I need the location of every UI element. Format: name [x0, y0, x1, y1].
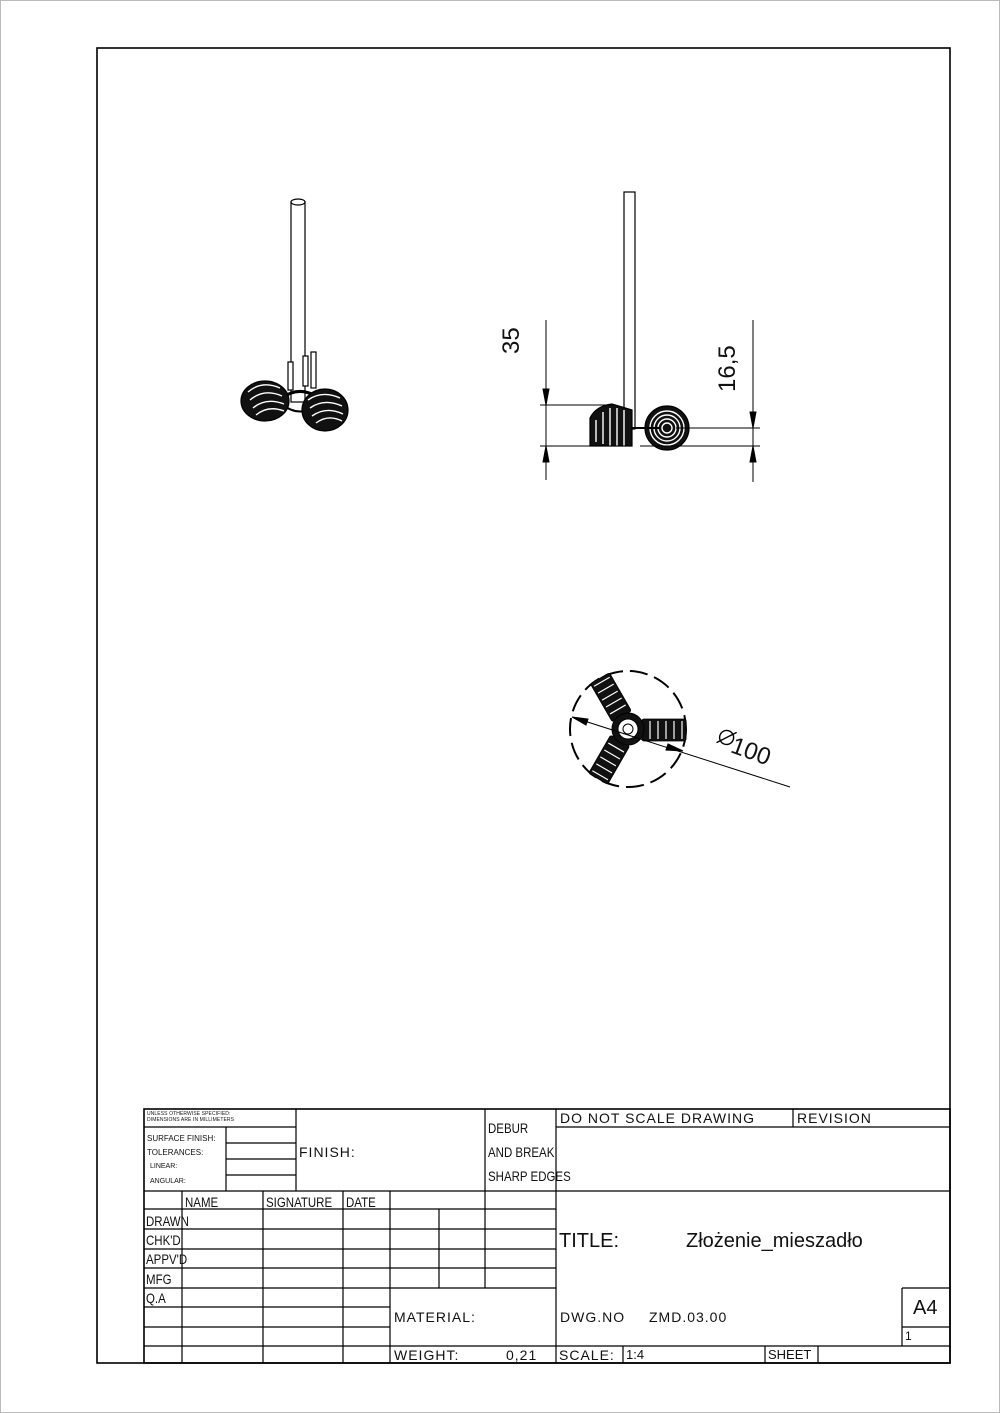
- general-note-line2: DIMENSIONS ARE IN MILLIMETERS: [147, 1117, 235, 1123]
- dimension-35-label: 35: [498, 327, 525, 354]
- top-view: [569, 670, 687, 788]
- row-qa: Q.A: [146, 1290, 166, 1306]
- row-approved: APPV'D: [146, 1251, 188, 1267]
- dwg-no-value: ZMD.03.00: [649, 1309, 728, 1325]
- dimension-diameter-100: [571, 716, 791, 788]
- drawing-border: [96, 47, 951, 1364]
- do-not-scale-label: DO NOT SCALE DRAWING: [560, 1110, 756, 1126]
- isometric-view: [240, 198, 349, 432]
- row-drawn: DRAWN: [146, 1213, 189, 1229]
- linear-label: LINEAR:: [150, 1163, 178, 1170]
- revision-label: REVISION: [797, 1110, 872, 1126]
- sheet-label: SHEET: [768, 1347, 812, 1362]
- general-note-line1: UNLESS OTHERWISE SPECIFIED:: [147, 1111, 231, 1117]
- diameter-symbol: [716, 729, 738, 746]
- material-label: MATERIAL:: [394, 1309, 476, 1325]
- surface-finish-label: SURFACE FINISH:: [147, 1134, 216, 1143]
- title-label: TITLE:: [559, 1230, 620, 1252]
- scale-label: SCALE:: [559, 1347, 615, 1363]
- weight-label: WEIGHT:: [394, 1347, 460, 1363]
- debur-line1: DEBUR: [488, 1120, 529, 1136]
- col-date-header: DATE: [346, 1194, 376, 1210]
- dimension-16-5: [640, 320, 760, 482]
- col-name-header: NAME: [185, 1194, 219, 1210]
- title-value: Złożenie_mieszadło: [686, 1230, 863, 1252]
- dwg-no-label: DWG.NO: [560, 1309, 626, 1325]
- debur-line3: SHARP EDGES: [488, 1168, 571, 1184]
- scale-value: 1:4: [626, 1347, 645, 1362]
- finish-label: FINISH:: [299, 1144, 356, 1160]
- debur-line2: AND BREAK: [488, 1144, 555, 1160]
- row-mfg: MFG: [146, 1271, 172, 1287]
- sheet-number: 1: [905, 1329, 912, 1343]
- tolerances-label: TOLERANCES:: [147, 1148, 204, 1157]
- title-block-grid: [143, 1108, 951, 1364]
- weight-value: 0,21: [506, 1347, 538, 1363]
- angular-label: ANGULAR:: [150, 1178, 186, 1185]
- row-checked: CHK'D: [146, 1232, 181, 1248]
- side-view: [589, 191, 690, 451]
- dimension-35: [540, 320, 630, 480]
- sheet-size: A4: [913, 1297, 938, 1319]
- col-signature-header: SIGNATURE: [266, 1194, 333, 1210]
- dimension-16-5-label: 16,5: [714, 345, 741, 392]
